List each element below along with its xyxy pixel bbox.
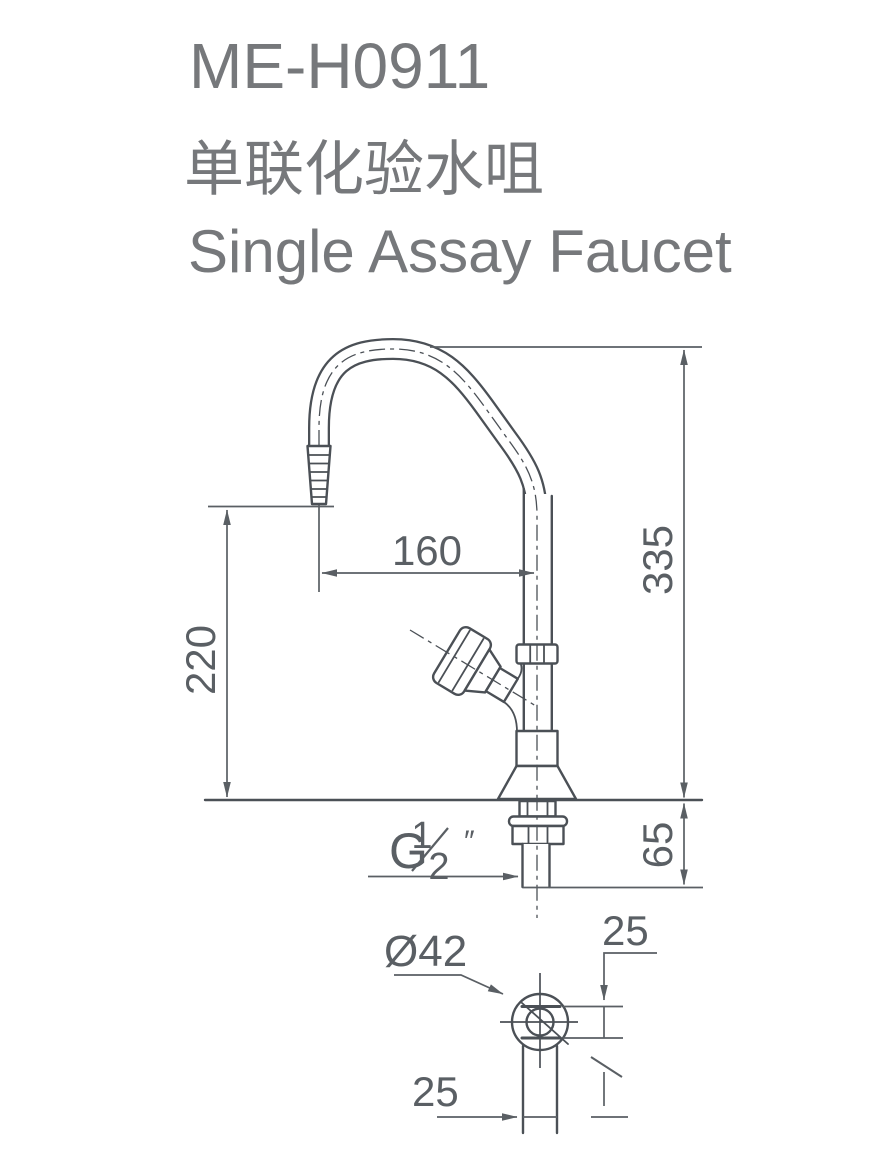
dim-label-across-flats: 25 [602, 907, 649, 954]
handle-body-join [503, 663, 523, 733]
extension-flats [563, 1005, 623, 1039]
thread-fraction-slash [411, 827, 449, 872]
product-name-english: Single Assay Faucet [188, 218, 732, 285]
dim-label-total-height: 335 [634, 525, 681, 595]
washer [507, 815, 569, 828]
locknut [511, 824, 565, 846]
handle [409, 625, 537, 733]
front-view: 335 65 220 160 G 1 2 ″ [177, 338, 704, 918]
model-number: ME-H0911 [189, 30, 490, 102]
product-name-chinese: 单联化验水咀 [184, 136, 544, 203]
diameter-leader-line [394, 974, 504, 995]
thread-label-inch-mark: ″ [464, 825, 475, 858]
handle-bonnet [463, 648, 502, 694]
hose-barb-nozzle [306, 444, 332, 506]
thread-callout: G 1 2 ″ [368, 815, 519, 888]
dim-label-tip-height: 220 [177, 625, 224, 695]
shank-outline-bottom-view [521, 1044, 559, 1135]
pipe-centerline [318, 348, 538, 918]
dim-oblique-tick [590, 1056, 623, 1078]
dim-label-diameter: Ø42 [384, 927, 467, 976]
title-block: ME-H0911 单联化验水咀 Single Assay Faucet [184, 30, 732, 285]
thread-label-denominator: 2 [428, 846, 449, 888]
thread-label-g: G [389, 823, 428, 879]
handle-centerline [409, 629, 537, 707]
dim-leader-across-flats [600, 952, 657, 1001]
dim-label-under-counter: 65 [634, 822, 681, 869]
bottom-view: Ø42 25 25 [384, 907, 657, 1135]
gooseneck-spout [308, 338, 548, 540]
dim-label-spout-reach: 160 [392, 527, 462, 574]
threaded-shank [521, 842, 551, 889]
dimensions-bottom: Ø42 25 25 [384, 907, 657, 1121]
thread-label-numerator: 1 [411, 815, 432, 857]
dim-label-shank-width: 25 [412, 1068, 459, 1115]
under-counter-assembly [507, 799, 569, 889]
dimensions-front: 335 65 220 160 G 1 2 ″ [177, 346, 703, 889]
